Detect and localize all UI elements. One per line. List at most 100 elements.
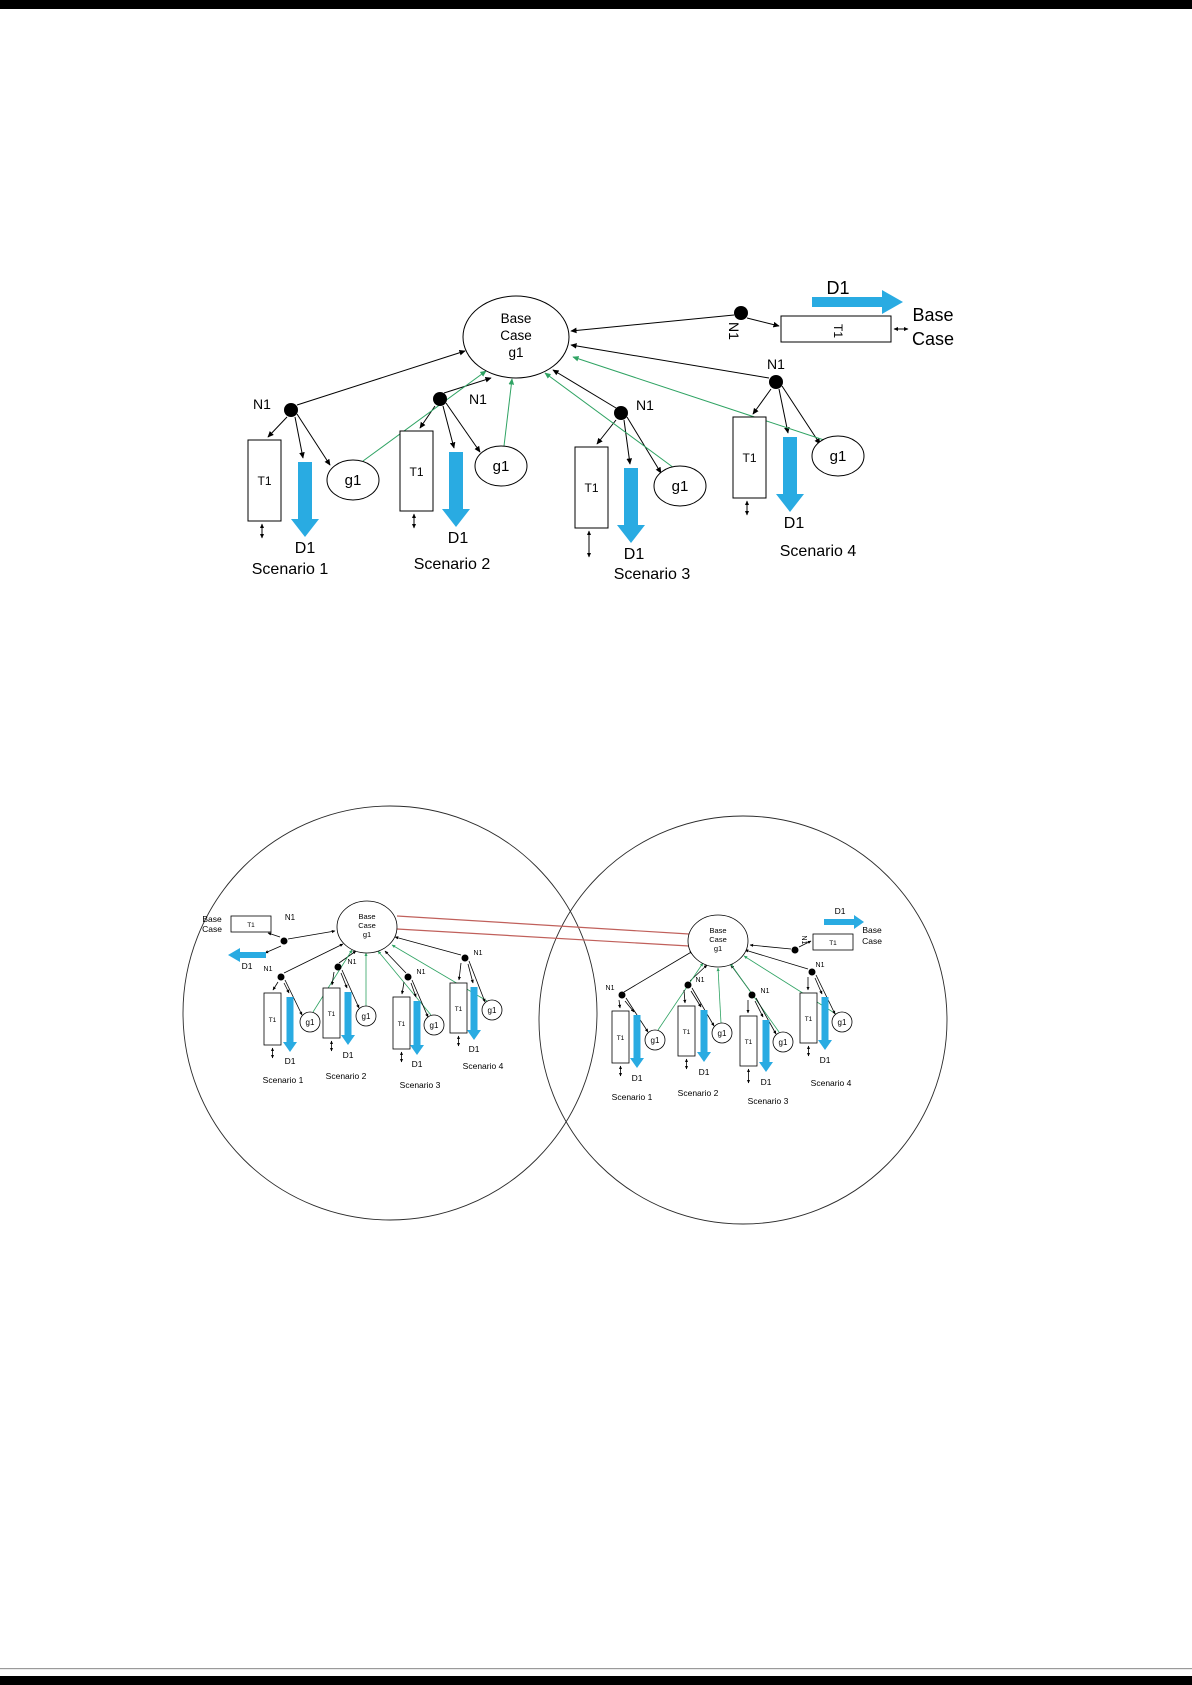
bl-s4-n1-dot	[461, 954, 469, 962]
br-unit-base-label: Base	[862, 925, 882, 935]
top-black-bar	[0, 0, 1192, 9]
s2-dot-to-g1	[445, 402, 481, 453]
top-diagram: Base Case g1 N1 T1 D1 Base Case N1 T1 D1…	[247, 278, 954, 583]
connector-rightunit-to-base	[570, 314, 735, 334]
bl-s4-t1-label: T1	[455, 1006, 463, 1013]
br-base-line2: Case	[709, 935, 727, 944]
s2-name: Scenario 2	[414, 556, 491, 573]
s2-g1-ellipse	[474, 445, 528, 487]
br-scenario-1: N1 T1 D1 g1 Scenario 1	[606, 985, 666, 1102]
red-interbase-link-2	[396, 928, 690, 947]
bl-unit-n1-dot	[280, 937, 288, 945]
bl-scenario-4: N1 T1 D1 g1 Scenario 4	[449, 950, 504, 1071]
bl-unit-d1-label: D1	[242, 961, 253, 971]
s1-t1-label: T1	[257, 474, 271, 488]
br-unit-n1-label: N1	[800, 936, 807, 945]
bl-s3-d1-arrow	[410, 1001, 424, 1055]
s3-g1-ellipse	[653, 465, 707, 507]
s4-dot-to-d1	[778, 388, 790, 434]
br-s4-n1-dot	[808, 968, 816, 976]
br-s3-name: Scenario 3	[748, 1096, 789, 1106]
br-s4-dot-to-d1	[814, 977, 823, 995]
bl-s1-n1-label: N1	[264, 966, 273, 973]
bl-unit-dot-to-t1	[267, 932, 281, 938]
s1-name: Scenario 1	[252, 561, 329, 578]
br-s1-n1-dot	[618, 991, 626, 999]
s1-n1-label: N1	[253, 396, 271, 412]
br-s4-t1-rect	[799, 992, 818, 1044]
bl-unit-dot-to-d1	[264, 945, 282, 954]
s3-t1-label: T1	[584, 481, 598, 495]
s3-link-to-base	[552, 369, 617, 409]
rightunit-n1-label: N1	[726, 322, 742, 340]
bl-unit-dot-to-base	[287, 929, 336, 940]
s3-d1-arrow	[617, 468, 645, 543]
s1-d1-label: D1	[295, 540, 316, 557]
bl-s1-n1-dot	[277, 973, 285, 981]
s4-g1-ellipse	[811, 435, 865, 477]
s1-dot-to-d1	[294, 416, 305, 459]
outer-circle-right	[538, 815, 948, 1225]
bl-s1-dot-to-d1	[283, 982, 290, 994]
br-s4-dot-to-g1	[815, 974, 836, 1015]
bl-base-unit: Base Case T1 N1 D1	[202, 913, 336, 971]
bl-s4-name: Scenario 4	[463, 1061, 504, 1071]
br-base-ellipse	[687, 914, 749, 968]
bl-s2-n1-label: N1	[348, 959, 357, 966]
s2-green-link	[503, 378, 515, 447]
br-s1-dot-to-t1	[618, 999, 622, 1009]
s1-d1-arrow	[291, 462, 319, 537]
bl-s2-n1-dot	[334, 963, 342, 971]
bl-s2-d1-label: D1	[343, 1050, 354, 1060]
scenario-1-group: N1 T1 D1 g1 Scenario 1	[247, 396, 380, 578]
base-case-line2: Case	[500, 328, 532, 343]
bl-s1-g1-label: g1	[306, 1018, 315, 1027]
s2-g1-label: g1	[493, 458, 510, 475]
bl-s1-t1-label: T1	[269, 1017, 277, 1024]
bl-s1-d1-arrow	[283, 997, 297, 1052]
br-base-unit: N1 T1 D1 Base Case	[749, 906, 882, 954]
bl-s2-g1-label: g1	[362, 1012, 371, 1021]
bl-s3-dot-to-d1	[410, 982, 417, 998]
bl-s3-g1-label: g1	[430, 1021, 439, 1030]
br-s3-dot-to-g1	[755, 997, 777, 1035]
br-s1-name: Scenario 1	[612, 1092, 653, 1102]
br-s3-dot-to-d1	[754, 1000, 764, 1018]
bl-unit-d1-arrow	[228, 948, 266, 962]
bl-s1-d1-label: D1	[285, 1056, 296, 1066]
s3-g1-label: g1	[672, 478, 689, 495]
br-scenario-4: N1 T1 D1 g1 Scenario 4	[799, 962, 853, 1088]
s4-d1-label: D1	[784, 515, 805, 532]
s3-t1-rect	[574, 446, 609, 529]
br-s1-g1-ellipse	[644, 1029, 666, 1051]
s4-dot-to-g1	[781, 385, 821, 445]
bl-s2-dot-to-g1	[341, 969, 360, 1009]
s2-dot-to-d1	[442, 405, 456, 449]
br-unit-t1-rect	[812, 933, 854, 951]
br-s2-green-link	[716, 967, 722, 1024]
s2-link-to-base	[443, 377, 492, 394]
br-base-line1: Base	[709, 926, 726, 935]
s1-green-link	[362, 370, 487, 462]
outer-circle-left	[182, 805, 598, 1221]
br-s1-dot-to-d1	[624, 1000, 635, 1013]
s3-d1-label: D1	[624, 546, 645, 563]
bl-s4-g1-ellipse	[481, 999, 503, 1021]
bottom-left-mini: Base Case g1 Base Case T1 N1 D1	[202, 900, 504, 1090]
rightunit-case-label: Case	[912, 329, 954, 349]
br-s1-t1-label: T1	[617, 1035, 625, 1042]
bl-scenario-1: N1 T1 D1 g1 Scenario 1	[263, 966, 321, 1085]
s1-t1-rect	[247, 439, 282, 522]
bl-s3-t1-label: T1	[398, 1021, 406, 1028]
s2-t1-label: T1	[409, 465, 423, 479]
bl-s3-g1-ellipse	[423, 1014, 445, 1036]
base-case-line3: g1	[508, 345, 523, 360]
bl-s4-n1-label: N1	[474, 950, 483, 957]
s1-dot-to-g1	[296, 413, 331, 466]
bl-s3-d1-label: D1	[412, 1059, 423, 1069]
scenario-2-group: N1 T1 D1 g1 Scenario 2	[399, 391, 528, 573]
s1-link-to-base	[296, 350, 466, 406]
br-s2-g1-ellipse	[711, 1022, 733, 1044]
red-interbase-link-1	[396, 915, 690, 935]
